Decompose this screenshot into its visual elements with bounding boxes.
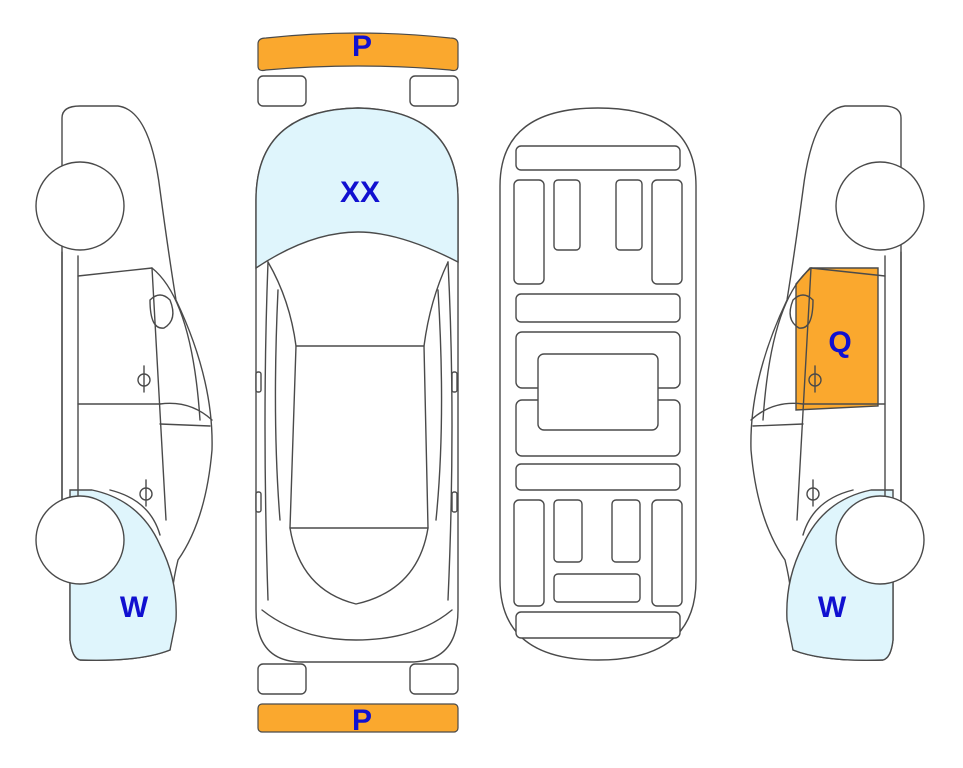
left-rear-wheel: [35, 495, 125, 585]
underbody-rear-tray: [553, 573, 641, 603]
left-side-light: [149, 294, 174, 329]
underbody-rear-crossmember: [515, 463, 681, 491]
hood[interactable]: [255, 107, 459, 270]
underbody-rear-right-pocket: [611, 499, 641, 563]
left-door-bottom: [109, 489, 161, 536]
label-front-bumper: P: [352, 30, 372, 63]
underbody-front-right-pocket: [615, 179, 643, 251]
label-left-rear-quarter: W: [120, 591, 149, 624]
left-b-pillar: [151, 267, 167, 521]
underbody-center-panel: [537, 353, 659, 431]
underbody-rear-right-rail: [651, 499, 683, 607]
label-right-front-door: Q: [828, 326, 851, 359]
left-side-view: W: [35, 105, 213, 661]
roof: [289, 345, 429, 529]
top-left-handle-mark: [255, 491, 262, 513]
left-front-wheel: [35, 161, 125, 251]
front-bumper[interactable]: [257, 32, 459, 72]
underbody-view: [499, 107, 697, 661]
rear-left-light: [257, 663, 307, 695]
left-door-handle-rear: [139, 479, 153, 507]
trunk-line: [261, 609, 453, 641]
rear-window: [289, 527, 429, 605]
right-mirror: [750, 402, 804, 427]
right-b-pillar: [796, 267, 812, 521]
top-side-lines: [264, 261, 453, 601]
left-door-handle-front: [137, 365, 151, 393]
label-right-rear-quarter: W: [818, 591, 847, 624]
underbody-mid-crossmember: [515, 293, 681, 323]
left-mirror: [159, 402, 213, 427]
label-hood: XX: [340, 176, 380, 209]
underbody-front-right-rail: [651, 179, 683, 285]
right-door-handle-front: [808, 365, 822, 393]
underbody-front-crossmember: [515, 145, 681, 171]
right-side-view: Q W: [750, 105, 925, 661]
front-left-light: [257, 75, 307, 107]
top-view: P XX P: [255, 30, 459, 737]
underbody-front-left-pocket: [553, 179, 581, 251]
right-rear-wheel: [835, 495, 925, 585]
underbody-rear-bumper-beam: [515, 611, 681, 639]
right-front-wheel: [835, 161, 925, 251]
right-side-light: [789, 294, 814, 329]
front-right-light: [409, 75, 459, 107]
rear-bumper[interactable]: [257, 703, 459, 733]
underbody-front-left-rail: [513, 179, 545, 285]
label-rear-bumper: P: [352, 704, 372, 737]
right-door-handle-rear: [806, 479, 820, 507]
left-window-top: [77, 267, 201, 421]
top-inner-lines: [274, 289, 443, 521]
right-window-top: [762, 267, 886, 421]
right-door-bottom: [802, 489, 854, 536]
underbody-rear-left-rail: [513, 499, 545, 607]
windshield: [267, 261, 449, 347]
top-left-mirror-mark: [255, 371, 262, 393]
top-right-handle-mark: [451, 491, 458, 513]
top-right-mirror-mark: [451, 371, 458, 393]
underbody-rear-left-pocket: [553, 499, 583, 563]
rear-right-light: [409, 663, 459, 695]
